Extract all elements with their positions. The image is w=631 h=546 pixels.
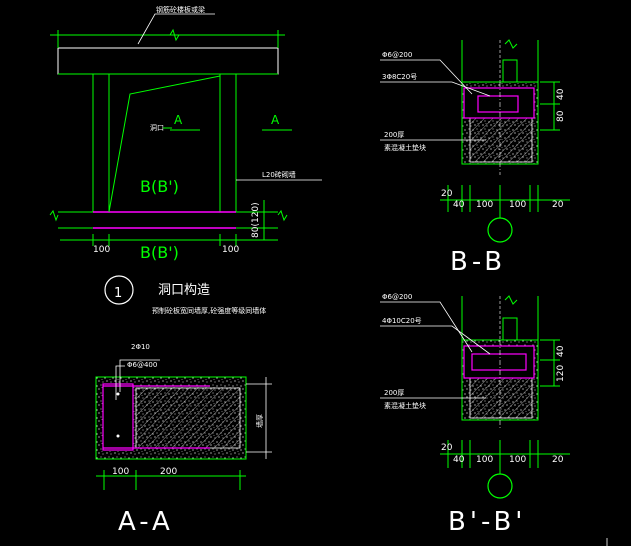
detail-subtitle: 预制砼板宽同墙厚,砼强度等级同墙体: [152, 306, 266, 315]
dim-left-100: 100: [93, 245, 110, 255]
bpb-plaster: 200厚: [384, 389, 404, 397]
bpb-dim-20a: 20: [441, 443, 453, 453]
bpb-rebar-label: 4Φ10C20号: [382, 317, 422, 325]
wall-note: L20砖砌墙: [262, 170, 296, 179]
bb-dim-20b: 20: [552, 200, 564, 210]
bpb-axis-bubble: [487, 473, 513, 499]
section-a-right: A: [271, 113, 280, 127]
bpb-dim-100b: 100: [509, 455, 526, 465]
aa-hatch-block: [135, 387, 241, 449]
hole-label: 洞口: [150, 123, 164, 132]
section-a-left: A: [174, 113, 183, 127]
top-beam-note: 钢筋砼楼板或梁: [156, 5, 205, 14]
bpb-title: B'-B': [448, 507, 526, 537]
bpb-dim-40: 40: [556, 345, 566, 357]
aa-stirrup-label: Φ6@400: [127, 361, 157, 369]
bb-dim-80: 80: [556, 110, 566, 122]
section-a-a: 2Φ10 Φ6@400 100 200 墙厚 A-A: [95, 343, 272, 537]
bb-dim-40: 40: [556, 88, 566, 100]
dim-right-vertical: 80(120): [251, 202, 261, 238]
bb-stirrup-label: Φ6@200: [382, 51, 412, 59]
b-label-bottom: B(B'): [140, 243, 179, 262]
opening-outline: [108, 75, 221, 213]
dim-right-100: 100: [222, 245, 239, 255]
b-label-mid: B(B'): [140, 177, 179, 196]
bpb-stirrup-label: Φ6@200: [382, 293, 412, 301]
aa-rebar-top: 2Φ10: [131, 343, 150, 351]
bb-dim-100b: 100: [509, 200, 526, 210]
section-b-prime: Φ6@200 4Φ10C20号 200厚 素混凝土垫块 40 120 20 40…: [380, 293, 570, 537]
left-wall-pier: [92, 73, 110, 213]
aa-dim-vertical: 墙厚: [255, 414, 264, 428]
bpb-plaster2: 素混凝土垫块: [384, 401, 426, 410]
bb-axis-bubble: [487, 217, 513, 243]
top-slab: [57, 47, 279, 75]
bpb-dim-40b: 40: [453, 455, 465, 465]
bpb-dim-20b: 20: [552, 455, 564, 465]
bb-dim-100: 100: [476, 200, 493, 210]
detail-bubble: [104, 275, 134, 305]
bpb-dim-100: 100: [476, 455, 493, 465]
bb-stirrup: [463, 87, 535, 119]
right-wall-pier: [219, 73, 237, 213]
aa-dim-200: 200: [160, 467, 177, 477]
bb-dim-20a: 20: [441, 189, 453, 199]
bb-dim-40b: 40: [453, 200, 465, 210]
bb-title: B-B: [450, 247, 506, 277]
aa-stirrup: [102, 383, 134, 451]
aa-dim-100: 100: [112, 467, 129, 477]
detail-title: 洞口构造: [158, 283, 210, 298]
bpb-stirrup: [463, 345, 535, 379]
break-mark: [169, 28, 180, 42]
detail-number: 1: [114, 286, 122, 301]
bb-plaster: 200厚: [384, 131, 404, 139]
bb-plaster2: 素混凝土垫块: [384, 143, 426, 152]
bb-rebar-label: 3Φ8C20号: [382, 73, 417, 81]
opening-elevation: 钢筋砼楼板或梁 洞口 A A B(B') B(B') L20砖砌墙: [49, 5, 322, 315]
bpb-dim-120: 120: [556, 365, 566, 382]
aa-title: A-A: [118, 507, 174, 537]
section-b-b: Φ6@200 3Φ8C20号 200厚 素混凝土垫块 40 80 20 40 1…: [380, 39, 570, 277]
